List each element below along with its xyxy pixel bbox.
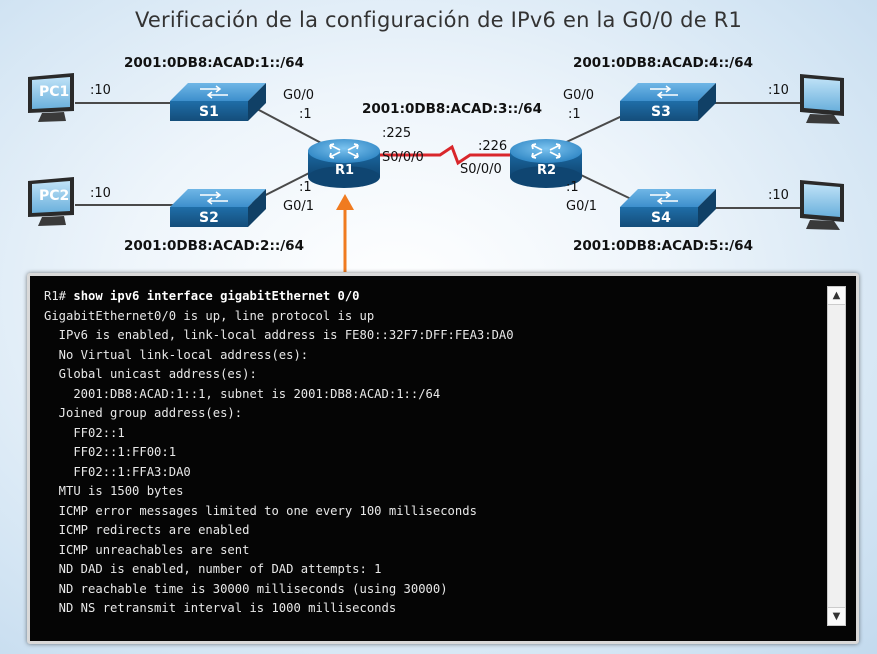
pc1-label: PC1 bbox=[39, 84, 70, 100]
router-r2-icon bbox=[510, 139, 582, 188]
pc1-host-label: :10 bbox=[90, 83, 111, 98]
s2-label: S2 bbox=[199, 210, 219, 226]
pointer-arrow-icon bbox=[336, 194, 354, 272]
pc2-label: PC2 bbox=[39, 188, 70, 204]
terminal-prompt: R1# bbox=[44, 289, 74, 303]
r2-g00-host-label: :1 bbox=[568, 107, 581, 122]
r2-s000-host-label: :226 bbox=[478, 139, 508, 154]
terminal-line: No Virtual link-local address(es): bbox=[58, 347, 309, 362]
terminal-command: show ipv6 interface gigabitEthernet 0/0 bbox=[73, 289, 360, 303]
switch-s4-icon bbox=[620, 189, 716, 227]
terminal-line: Joined group address(es): bbox=[58, 406, 243, 420]
r1-s000-label: S0/0/0 bbox=[382, 150, 424, 165]
terminal-lines: GigabitEthernet0/0 is up, line protocol … bbox=[44, 309, 514, 616]
host-right-bottom-icon bbox=[800, 180, 844, 230]
terminal-line: ND reachable time is 30000 milliseconds … bbox=[58, 581, 448, 596]
s3-label: S3 bbox=[651, 104, 671, 120]
s4-label: S4 bbox=[651, 210, 671, 226]
terminal-scrollbar[interactable]: ▲ ▼ bbox=[827, 286, 846, 626]
serial-link-icon bbox=[378, 144, 512, 166]
terminal-line: ICMP error messages limited to one every… bbox=[58, 503, 477, 518]
terminal-line: FF02::1:FFA3:DA0 bbox=[73, 464, 191, 479]
terminal-line: ICMP unreachables are sent bbox=[58, 542, 250, 557]
pc2-icon bbox=[28, 177, 74, 226]
switch-s3-icon bbox=[620, 83, 716, 121]
pc2-host-label: :10 bbox=[90, 186, 111, 201]
r2-g01-host-label: :1 bbox=[566, 180, 579, 195]
subnet-s1-label: 2001:0DB8:ACAD:1::/64 bbox=[124, 55, 304, 71]
pc1-icon bbox=[28, 73, 74, 122]
subnet-wan-label: 2001:0DB8:ACAD:3::/64 bbox=[362, 101, 542, 117]
terminal-line: FF02::1:FF00:1 bbox=[73, 445, 177, 459]
r1-g00-label: G0/0 bbox=[283, 88, 314, 103]
r2-label: R2 bbox=[537, 163, 557, 178]
host-right-top-icon bbox=[800, 74, 844, 124]
terminal-line: FF02::1 bbox=[73, 425, 125, 440]
r2-g01-label: G0/1 bbox=[566, 199, 597, 214]
r1-g01-host-label: :1 bbox=[299, 180, 312, 195]
terminal-output: R1# show ipv6 interface gigabitEthernet … bbox=[44, 287, 814, 619]
terminal-line: ND NS retransmit interval is 1000 millis… bbox=[44, 601, 397, 615]
terminal-line: 2001:DB8:ACAD:1::1, subnet is 2001:DB8:A… bbox=[73, 386, 441, 401]
switch-s1-icon bbox=[170, 83, 266, 121]
router-r1-icon bbox=[308, 139, 380, 188]
r1-label: R1 bbox=[335, 163, 355, 178]
scroll-up-icon[interactable]: ▲ bbox=[828, 287, 845, 305]
terminal-line: Global unicast address(es): bbox=[58, 367, 257, 381]
terminal-line: ND DAD is enabled, number of DAD attempt… bbox=[58, 562, 382, 576]
terminal-line: GigabitEthernet0/0 is up, line protocol … bbox=[44, 308, 375, 323]
r2-s000-label: S0/0/0 bbox=[460, 162, 502, 177]
subnet-s4-label: 2001:0DB8:ACAD:5::/64 bbox=[573, 238, 753, 254]
terminal-line: MTU is 1500 bytes bbox=[58, 484, 184, 498]
r1-g00-host-label: :1 bbox=[299, 107, 312, 122]
r2-g00-label: G0/0 bbox=[563, 88, 594, 103]
page-title: Verificación de la configuración de IPv6… bbox=[134, 8, 743, 32]
host-right-top-label: :10 bbox=[768, 83, 789, 98]
terminal-line: ICMP redirects are enabled bbox=[58, 523, 250, 537]
terminal-line: IPv6 is enabled, link-local address is F… bbox=[58, 328, 514, 342]
s1-label: S1 bbox=[199, 104, 219, 120]
scroll-down-icon[interactable]: ▼ bbox=[828, 607, 845, 625]
r1-g01-label: G0/1 bbox=[283, 199, 314, 214]
subnet-s2-label: 2001:0DB8:ACAD:2::/64 bbox=[124, 238, 304, 254]
switch-s2-icon bbox=[170, 189, 266, 227]
terminal-window[interactable]: R1# show ipv6 interface gigabitEthernet … bbox=[27, 273, 859, 644]
host-right-bottom-label: :10 bbox=[768, 188, 789, 203]
r1-s000-host-label: :225 bbox=[382, 126, 412, 141]
subnet-s3-label: 2001:0DB8:ACAD:4::/64 bbox=[573, 55, 753, 71]
